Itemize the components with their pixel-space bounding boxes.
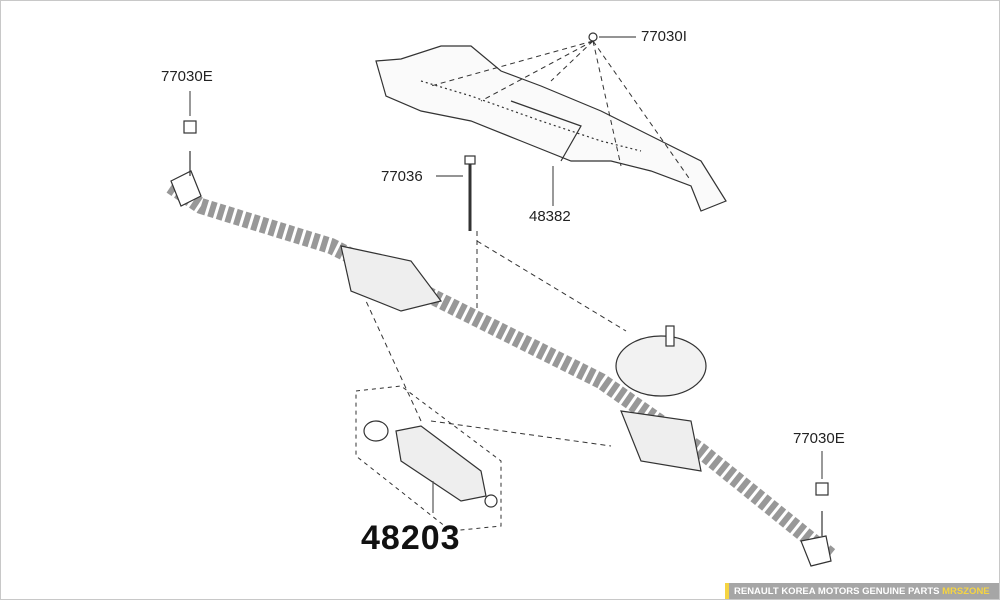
footer-text: RENAULT KOREA MOTORS GENUINE PARTS MRSZO… <box>734 586 990 597</box>
callout-48203[interactable]: 48203 <box>361 519 461 557</box>
callout-77030E-left[interactable]: 77030E <box>161 68 213 85</box>
footer-caption: RENAULT KOREA MOTORS GENUINE PARTS <box>734 585 940 597</box>
callout-77030I[interactable]: 77030I <box>641 28 687 45</box>
callout-48382[interactable]: 48382 <box>529 208 571 225</box>
footer-brand: MRSZONE <box>942 585 990 597</box>
cover-shield-drawing <box>375 45 727 212</box>
callout-77036[interactable]: 77036 <box>381 168 423 185</box>
boot-kit-drawing <box>355 385 502 532</box>
rack-drawing <box>166 170 837 567</box>
callout-77030E-right[interactable]: 77030E <box>793 430 845 447</box>
footer-banner: RENAULT KOREA MOTORS GENUINE PARTS MRSZO… <box>725 583 999 599</box>
footer-accent-stripe <box>725 583 729 599</box>
